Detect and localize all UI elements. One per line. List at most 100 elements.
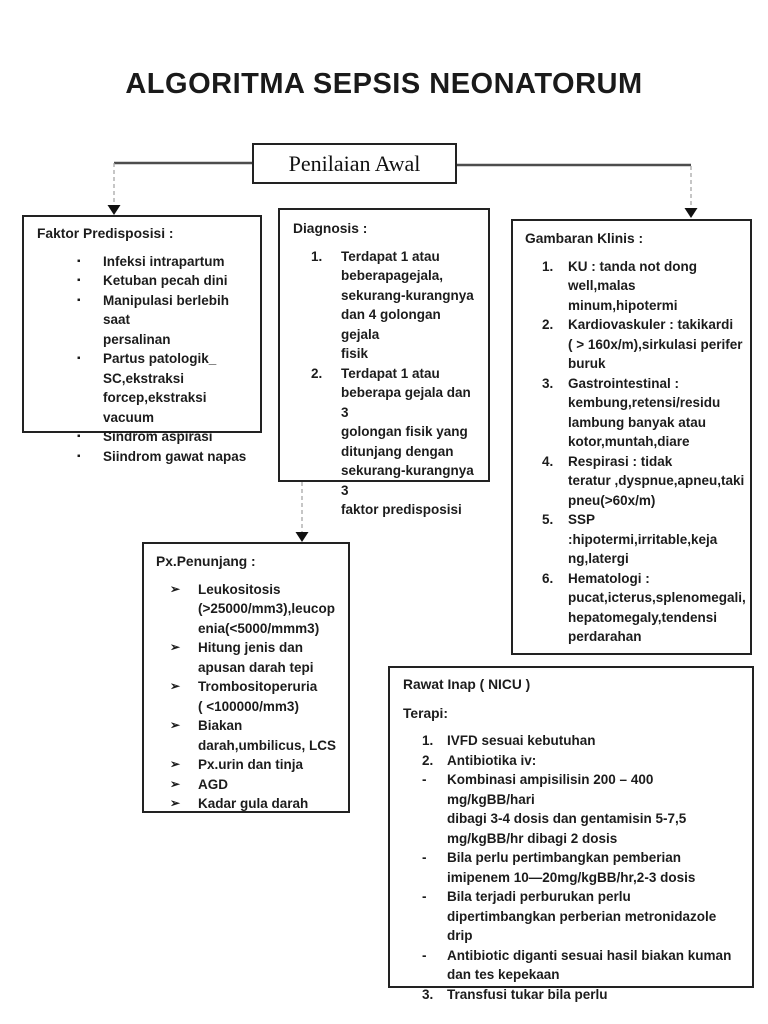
arrow-bullet-icon: ➢ — [170, 640, 181, 654]
box-gambaran-title: Gambaran Klinis : — [525, 231, 644, 246]
list-item: ▪ Manipulasi berlebih saat persalinan — [37, 291, 254, 350]
item-marker: 3. — [422, 986, 434, 1002]
square-bullet-icon: ▪ — [77, 450, 81, 462]
list-item-text: Respirasi : tidak teratur ,dyspnue,apneu… — [568, 453, 745, 508]
item-number: 2. — [542, 317, 554, 332]
list-item-text: Leukositosis (>25000/mm3),leucop enia(<5… — [198, 581, 335, 636]
arrowhead-left-icon — [107, 205, 121, 215]
list-item: ▪ Ketuban pecah dini — [37, 271, 254, 291]
list-item-text: Kardiovaskuler : takikardi ( > 160x/m),s… — [568, 317, 743, 371]
item-marker: - — [422, 889, 427, 904]
list-item-text: Ketuban pecah dini — [103, 273, 228, 288]
item-marker: 2. — [422, 752, 434, 768]
list-item: -Antibiotic diganti sesuai hasil biakan … — [403, 946, 744, 985]
list-item-text: Kombinasi ampisilisin 200 – 400 mg/kgBB/… — [447, 772, 687, 846]
node-penilaian-awal-label: Penilaian Awal — [288, 150, 421, 176]
list-item-text: Hitung jenis dan apusan darah tepi — [198, 640, 314, 675]
list-item-text: Sindrom aspirasi — [103, 429, 213, 444]
list-item: 3. Transfusi tukar bila perlu — [403, 985, 744, 1005]
list-item: ▪ Sindrom aspirasi — [37, 427, 254, 447]
list-item: 1. Terdapat 1 atau beberapagejala, sekura… — [293, 247, 482, 364]
list-item-text: Px.urin dan tinja — [198, 757, 304, 772]
list-item: 5. SSP :hipotermi,irritable,keja ng,later… — [525, 510, 745, 569]
list-item-text: Bila terjadi perburukan perlu dipertimba… — [447, 889, 717, 943]
list-item: ➢ Kadar gula darah — [156, 794, 343, 814]
list-item-text: Partus patologik_ SC,ekstraksi forcep,ek… — [103, 351, 217, 425]
list-item: 1. IVFD sesuai kebutuhan — [403, 731, 744, 751]
arrow-bullet-icon: ➢ — [170, 679, 181, 693]
box-penunjang-title: Px.Penunjang : — [156, 554, 256, 569]
item-marker: 1. — [422, 733, 434, 748]
penunjang-list: ➢ Leukositosis (>25000/mm3),leucop enia(<… — [156, 580, 343, 814]
list-item-text: Biakan darah,umbilicus, LCS — [198, 718, 337, 753]
arrow-bullet-icon: ➢ — [170, 718, 181, 732]
square-bullet-icon: ▪ — [77, 255, 81, 267]
item-number: 3. — [542, 375, 554, 391]
list-item: ➢ Hitung jenis dan apusan darah tepi — [156, 638, 343, 677]
item-number: 6. — [542, 570, 554, 586]
item-number: 1. — [311, 248, 323, 264]
list-item: 2. Terdapat 1 atau beberapa gejala dan 3 … — [293, 364, 482, 520]
box-gambaran-klinis: Gambaran Klinis : 1. KU : tanda not dong … — [511, 219, 752, 655]
list-item: 4. Respirasi : tidak teratur ,dyspnue,apn… — [525, 452, 745, 511]
list-item-text: Trombositoperuria ( <100000/mm3) — [198, 679, 318, 714]
list-item: 2. Kardiovaskuler : takikardi ( > 160x/m)… — [525, 315, 745, 374]
list-item: - Bila perlu pertimbangkan pemberian imip… — [403, 848, 744, 887]
arrow-bullet-icon: ➢ — [170, 796, 181, 810]
list-item: 1. KU : tanda not dong well,malas minum,h… — [525, 257, 745, 316]
list-item-text: Infeksi intrapartum — [103, 253, 225, 269]
list-item-text: Hematologi : pucat,icterus,splenomegali,… — [568, 570, 746, 645]
square-bullet-icon: ▪ — [77, 275, 81, 286]
list-item: ▪ Partus patologik_ SC,ekstraksi forcep,e… — [37, 349, 254, 427]
box-px-penunjang: Px.Penunjang : ➢ Leukositosis (>25000/mm3… — [142, 542, 350, 813]
box-faktor-predisposisi: Faktor Predisposisi : ▪ Infeksi intrapart… — [22, 215, 262, 464]
page-title: ALGORITMA SEPSIS NEONATORUM — [125, 68, 643, 100]
diagnosis-list: 1. Terdapat 1 atau beberapagejala, sekura… — [293, 247, 482, 520]
arrow-bullet-icon: ➢ — [170, 757, 181, 771]
square-bullet-icon: ▪ — [77, 431, 81, 442]
list-item: ➢AGD — [156, 775, 343, 795]
node-penilaian-awal: Penilaian Awal — [252, 143, 457, 184]
list-item: - Bila terjadi perburukan perlu dipertimb… — [403, 887, 744, 946]
item-number: 4. — [542, 453, 554, 469]
faktor-list: ▪ Infeksi intrapartum ▪ Ketuban pecah dini… — [37, 252, 254, 467]
rawat-list: 1. IVFD sesuai kebutuhan 2. Antibiotika iv… — [403, 731, 744, 1004]
list-item: ➢ Biakan darah,umbilicus, LCS — [156, 716, 343, 755]
list-item: ➢ Trombositoperuria ( <100000/mm3) — [156, 677, 343, 716]
list-item-text: KU : tanda not dong well,malas minum,hip… — [568, 258, 697, 313]
square-bullet-icon: ▪ — [77, 353, 81, 364]
box-rawat-inap-nicu: Rawat Inap ( NICU ) Terapi: 1.IVFD sesua… — [388, 666, 754, 1002]
list-item: 2. Antibiotika iv: — [403, 751, 744, 771]
box-rawat-subtitle: Terapi: — [403, 705, 448, 721]
box-faktor-title: Faktor Predisposisi : — [37, 226, 174, 241]
item-number: 1. — [542, 258, 554, 274]
list-item-text: IVFD sesuai kebutuhan — [447, 733, 596, 748]
item-marker: - — [422, 850, 427, 865]
list-item: ➢Leukositosis (>25000/mm3),leucop enia(<… — [156, 580, 343, 639]
list-item: ▪ Siindrom gawat napas — [37, 447, 254, 467]
list-item: - Kombinasi ampisilisin 200 – 400 mg/kgBB… — [403, 770, 744, 848]
list-item-text: Bila perlu pertimbangkan pemberian imipe… — [447, 850, 696, 885]
list-item-text: Manipulasi berlebih saat persalinan — [103, 292, 230, 347]
box-diagnosis: Diagnosis : 1. Terdapat 1 atau beberapage… — [278, 208, 490, 517]
list-item-text: AGD — [198, 776, 228, 792]
list-item-text: Transfusi tukar bila perlu — [447, 986, 608, 1002]
list-item-text: Terdapat 1 atau beberapagejala, sekurang… — [341, 248, 474, 362]
item-marker: - — [422, 947, 427, 963]
list-item-text: Kadar gula darah — [198, 796, 309, 811]
list-item-text: Antibiotika iv: — [447, 752, 537, 768]
list-item: ➢ Px.urin dan tinja — [156, 755, 343, 775]
list-item: ▪ Infeksi intrapartum — [37, 252, 254, 272]
item-number: 2. — [311, 365, 323, 381]
list-item: 3.Gastrointestinal : kembung,retensi/res… — [525, 374, 745, 452]
square-bullet-icon: ▪ — [77, 294, 81, 306]
box-diagnosis-title: Diagnosis : — [293, 221, 368, 236]
item-number: 5. — [542, 512, 554, 527]
list-item: 6. Hematologi : pucat,icterus,splenomegal… — [525, 569, 746, 647]
list-item-text: SSP :hipotermi,irritable,keja ng,latergi — [568, 512, 718, 566]
list-item-text: Terdapat 1 atau beberapa gejala dan 3 go… — [341, 365, 474, 518]
gambaran-list: 1. KU : tanda not dong well,malas minum,h… — [525, 257, 746, 647]
list-item-text: Siindrom gawat napas — [103, 448, 247, 464]
item-marker: - — [422, 772, 427, 787]
